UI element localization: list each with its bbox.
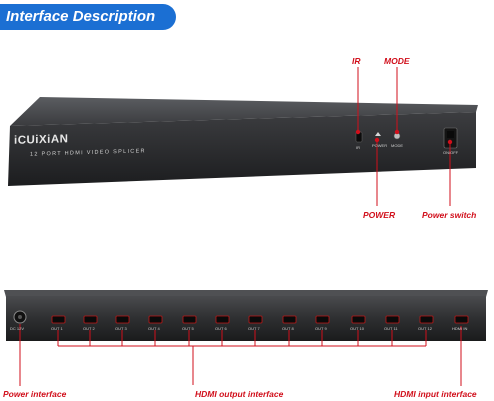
hdmi-port-out6 <box>215 315 230 324</box>
hdmi-port-out7 <box>248 315 263 324</box>
hdmi-port-out11 <box>385 315 400 324</box>
hdmi-port-out8 <box>282 315 297 324</box>
hdmi-port-out9 <box>315 315 330 324</box>
port-label: OUT 2 <box>83 326 95 331</box>
port-label: OUT 4 <box>148 326 160 331</box>
brand-logo: iCUiXiAN <box>14 133 69 147</box>
hdmi-port-out12 <box>419 315 434 324</box>
port-label: OUT 9 <box>315 326 327 331</box>
port-label: OUT 7 <box>248 326 260 331</box>
callout-ir: IR <box>352 56 361 66</box>
hdmi-port-out10 <box>351 315 366 324</box>
dc-label: DC 12V <box>10 326 25 331</box>
port-label: HDMI IN <box>452 326 468 331</box>
mode-mark: MODE <box>391 143 403 148</box>
hdmi-port-out2 <box>83 315 98 324</box>
hdmi-port-in <box>454 315 469 324</box>
callout-power-interface: Power interface <box>3 389 67 399</box>
hdmi-port-out4 <box>148 315 163 324</box>
front-unit-top <box>10 97 478 126</box>
port-label: OUT 11 <box>384 326 398 331</box>
page-title: Interface Description <box>6 8 156 25</box>
title-banner: Interface Description <box>0 4 176 30</box>
port-label: OUT 8 <box>282 326 294 331</box>
port-label: OUT 1 <box>51 326 63 331</box>
callout-hdmi-input: HDMI input interface <box>394 389 477 399</box>
port-label: OUT 10 <box>350 326 364 331</box>
power-mark: POWER <box>372 143 388 148</box>
callout-mode: MODE <box>384 56 410 66</box>
port-label: OUT 6 <box>215 326 227 331</box>
callout-power-switch: Power switch <box>422 210 477 220</box>
callout-power: POWER <box>363 210 396 220</box>
hdmi-port-out1 <box>51 315 66 324</box>
port-label: OUT 3 <box>115 326 127 331</box>
ir-mark: IR <box>356 145 360 150</box>
port-label: OUT 5 <box>182 326 194 331</box>
hdmi-ports <box>51 315 469 324</box>
hdmi-port-out3 <box>115 315 130 324</box>
power-led <box>375 132 381 136</box>
hdmi-port-out5 <box>182 315 197 324</box>
callout-hdmi-output: HDMI output interface <box>195 389 284 399</box>
back-unit-face <box>6 296 486 341</box>
hdmi-output-bracket <box>57 330 427 385</box>
switch-mark: ON/OFF <box>443 150 459 155</box>
back-unit-top <box>4 290 488 297</box>
port-label: OUT 12 <box>418 326 432 331</box>
